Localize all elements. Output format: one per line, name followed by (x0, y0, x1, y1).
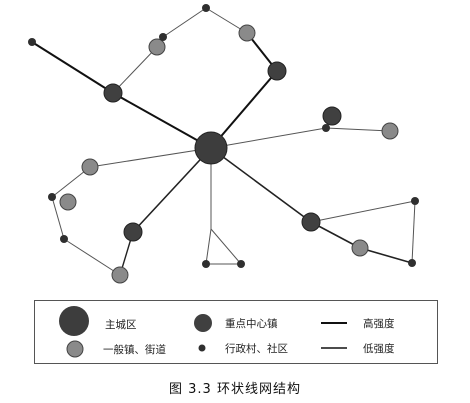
links (31, 7, 416, 276)
legend-village-label: 行政村、社区 (225, 342, 288, 355)
low-link (112, 46, 158, 94)
general-town-symbol (66, 340, 84, 358)
legend: 主城区 重点中心镇 高强度 一般镇、街道 行政村、社区 低强度 (34, 300, 438, 364)
village-node (60, 235, 68, 243)
high-link (31, 41, 114, 94)
village-symbol (198, 344, 206, 352)
village-node (237, 260, 245, 268)
village-node (411, 197, 419, 205)
legend-low-intensity: 低强度 (321, 338, 395, 358)
village-node (322, 124, 330, 132)
high-link (210, 70, 278, 149)
main-city-node (194, 131, 228, 165)
village-node (202, 4, 210, 12)
key-town-node (123, 222, 143, 242)
village-node (408, 259, 416, 267)
key-town-symbol (194, 314, 212, 332)
low-link (310, 200, 416, 223)
legend-key-town: 重点中心镇 (193, 313, 278, 333)
key-town-node (103, 83, 123, 103)
low-link (210, 127, 327, 149)
legend-high-intensity: 高强度 (321, 313, 395, 333)
low-link (325, 127, 391, 132)
nodes (28, 4, 419, 284)
low-link (162, 7, 207, 38)
low-link (89, 147, 212, 168)
low-link (51, 196, 65, 240)
general-town-node (59, 193, 77, 211)
low-link (411, 200, 416, 264)
village-node (48, 193, 56, 201)
general-town-node (381, 122, 399, 140)
legend-key-town-label: 重点中心镇 (225, 317, 278, 330)
legend-main-city-label: 主城区 (105, 318, 137, 331)
key-town-node (322, 106, 342, 126)
legend-village: 行政村、社区 (195, 338, 288, 358)
low-link (210, 228, 242, 265)
key-town-node (267, 61, 287, 81)
general-town-node (81, 158, 99, 176)
high-link (112, 92, 212, 149)
main-city-symbol (59, 306, 89, 336)
general-town-node (351, 239, 369, 257)
legend-general-town: 一般镇、街道 (65, 339, 166, 359)
figure-caption: 图 3.3 环状线网结构 (169, 382, 301, 397)
ring-network-diagram (28, 4, 419, 284)
low-link (63, 238, 121, 276)
legend-general-town-label: 一般镇、街道 (103, 343, 166, 356)
key-town-node (301, 212, 321, 232)
general-town-node (238, 24, 256, 42)
high-link (132, 147, 212, 233)
high-link (359, 247, 413, 264)
legend-high-intensity-label: 高强度 (363, 317, 395, 330)
legend-main-city: 主城区 (57, 306, 137, 336)
high-link (210, 147, 312, 223)
legend-low-intensity-label: 低强度 (363, 342, 395, 355)
general-town-node (111, 266, 129, 284)
high-intensity-symbol (321, 322, 347, 324)
village-node (28, 38, 36, 46)
general-town-node (148, 38, 166, 56)
low-intensity-symbol (321, 347, 347, 349)
village-node (159, 33, 167, 41)
low-link (205, 228, 212, 265)
village-node (202, 260, 210, 268)
